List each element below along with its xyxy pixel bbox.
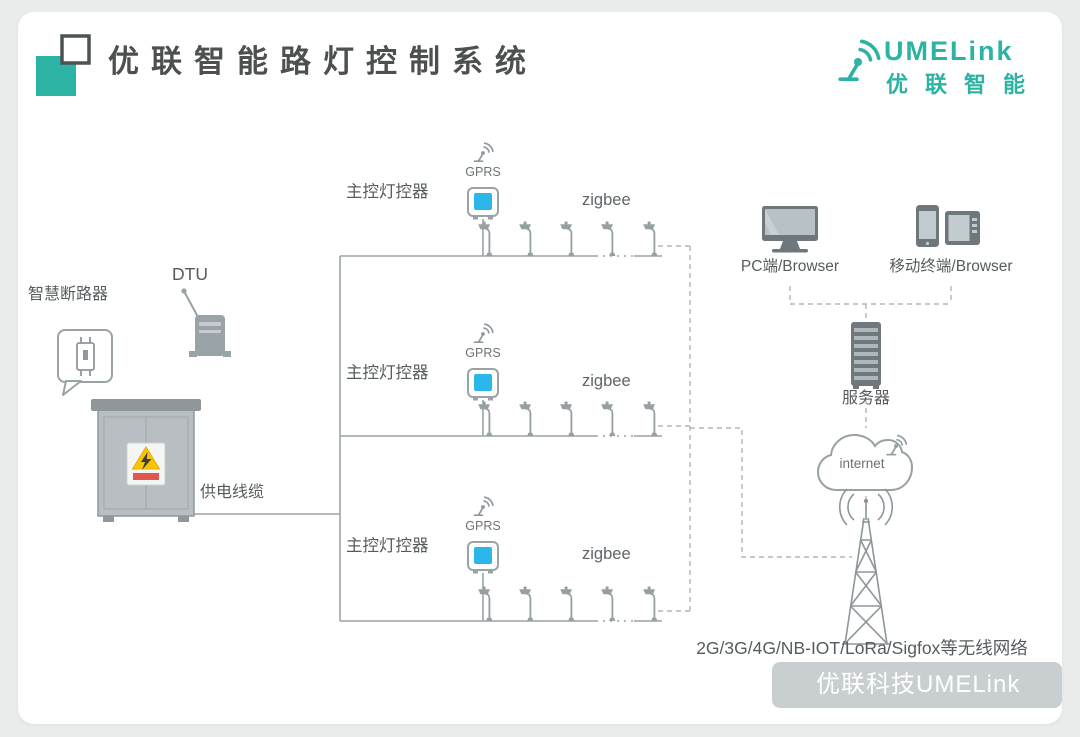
zigbee-label-row1: zigbee bbox=[582, 191, 631, 209]
controller-label-row1: 主控灯控器 bbox=[346, 183, 429, 201]
master-controller-row3 bbox=[467, 541, 499, 575]
dtu-label: DTU bbox=[172, 264, 208, 284]
brand-wave-icon bbox=[838, 39, 881, 82]
dtu-icon bbox=[181, 288, 231, 357]
brand-subtitle: 优联智能 bbox=[886, 72, 1043, 97]
page-title: 优联智能路灯控制系统 bbox=[108, 44, 538, 79]
smart-breaker-label: 智慧断路器 bbox=[28, 286, 109, 303]
pc-monitor-icon bbox=[762, 206, 818, 253]
mobile-devices-icon bbox=[916, 205, 980, 247]
gprs-antenna-row2 bbox=[473, 323, 494, 344]
pc-browser-label: PC端/Browser bbox=[740, 258, 840, 275]
internet-cloud-icon bbox=[816, 433, 914, 491]
wireless-links bbox=[658, 245, 952, 612]
master-controller-row1 bbox=[467, 187, 499, 221]
controller-label-row3: 主控灯控器 bbox=[346, 537, 429, 555]
power-cable-label: 供电线缆 bbox=[200, 484, 265, 501]
gprs-antenna-row1 bbox=[473, 142, 494, 163]
street-lamps-row1 bbox=[477, 220, 659, 257]
master-controller-row2 bbox=[467, 368, 499, 402]
gprs-antenna-row3 bbox=[473, 496, 494, 517]
mobile-browser-label: 移动终端/Browser bbox=[889, 258, 1013, 275]
server-label: 服务器 bbox=[841, 390, 890, 407]
gprs-label-row3: GPRS bbox=[465, 519, 501, 533]
internet-label: internet bbox=[839, 456, 885, 471]
controller-label-row2: 主控灯控器 bbox=[346, 364, 429, 382]
power-cabinet-icon bbox=[91, 399, 201, 522]
watermark-text: 优联科技UMELink bbox=[816, 671, 1021, 698]
zigbee-label-row3: zigbee bbox=[582, 545, 631, 563]
server-icon bbox=[851, 322, 881, 389]
logo-squares-icon bbox=[36, 34, 91, 96]
zigbee-label-row2: zigbee bbox=[582, 372, 631, 390]
radio-tower-icon bbox=[838, 488, 894, 645]
watermark-strip bbox=[772, 662, 1062, 708]
gprs-label-row1: GPRS bbox=[465, 165, 501, 179]
wireless-network-label: 2G/3G/4G/NB-IOT/LoRa/Sigfox等无线网络 bbox=[696, 638, 1028, 658]
street-lamps-row3 bbox=[477, 585, 659, 622]
smart-breaker-icon bbox=[57, 329, 113, 396]
street-lamps-row2 bbox=[477, 400, 659, 437]
brand-name: UMELink bbox=[884, 36, 1014, 66]
power-lines bbox=[194, 219, 662, 622]
gprs-label-row2: GPRS bbox=[465, 346, 501, 360]
content-card bbox=[18, 12, 1062, 724]
